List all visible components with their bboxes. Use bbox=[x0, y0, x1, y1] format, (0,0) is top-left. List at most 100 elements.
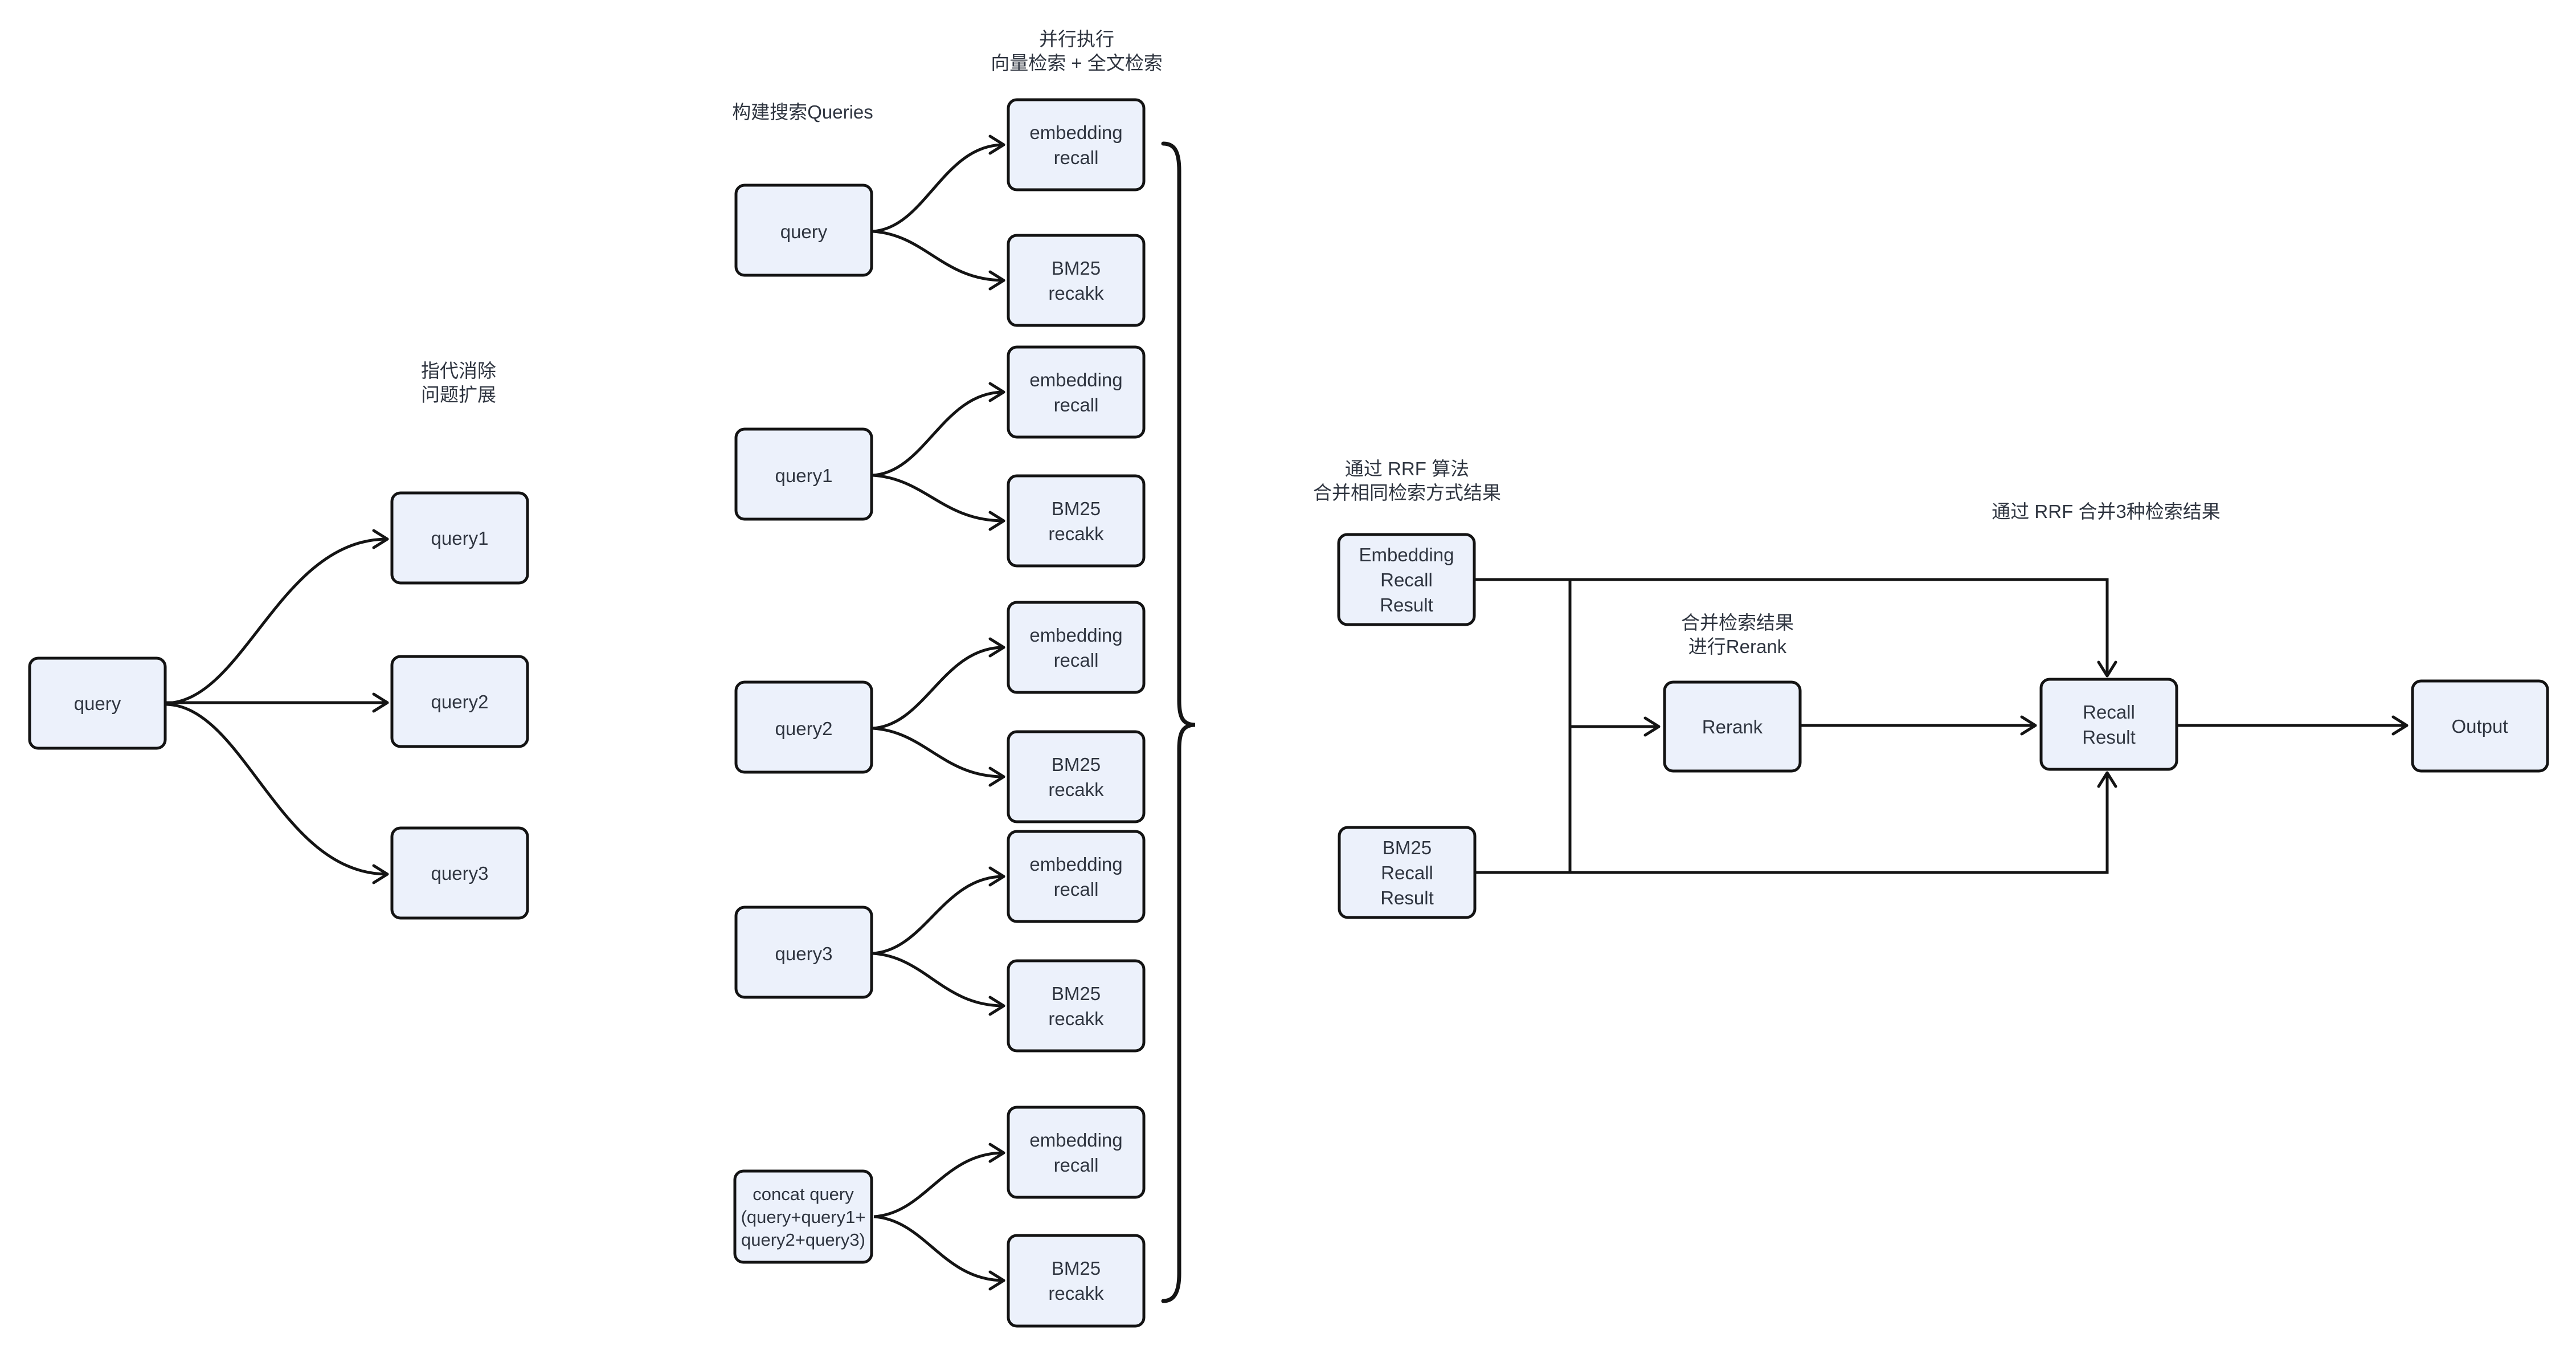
left-expansion-note: 指代消除 问题扩展 bbox=[421, 360, 496, 405]
node-label: BM25 bbox=[1383, 837, 1432, 858]
node-label: BM25 bbox=[1052, 983, 1101, 1004]
node-label: (query+query1+ bbox=[741, 1207, 866, 1227]
node-box bbox=[1007, 830, 1146, 923]
node-rerank: Rerank bbox=[1663, 680, 1802, 773]
node-label: Embedding bbox=[1359, 544, 1454, 565]
node-label: recakk bbox=[1048, 523, 1104, 544]
node-label: Recall bbox=[2083, 702, 2135, 723]
node-label: embedding bbox=[1029, 369, 1122, 390]
node-label: embedding bbox=[1029, 625, 1122, 646]
edge-q-to-embedding-1 bbox=[872, 134, 1005, 233]
node-query2-left: query2 bbox=[390, 655, 529, 748]
edge-q2-to-bm25-3 bbox=[872, 727, 1005, 787]
node-box bbox=[1007, 1106, 1146, 1199]
note-line: 进行Rerank bbox=[1688, 636, 1787, 657]
node-bm25-recall-4: BM25 recakk bbox=[1007, 959, 1146, 1053]
node-concat-query: concat query (query+query1+ query2+query… bbox=[733, 1169, 873, 1264]
note-line: 向量检索 + 全文检索 bbox=[991, 52, 1163, 74]
node-label: recall bbox=[1054, 879, 1099, 900]
node-box bbox=[1007, 345, 1146, 439]
node-label: recall bbox=[1054, 650, 1099, 671]
node-label: Result bbox=[2082, 727, 2136, 748]
node-query-left: query bbox=[28, 656, 167, 750]
node-box bbox=[1007, 601, 1146, 694]
node-box bbox=[1337, 533, 1476, 626]
node-label: Recall bbox=[1381, 862, 1433, 883]
node-label: BM25 bbox=[1052, 754, 1101, 775]
node-box bbox=[1007, 234, 1146, 327]
node-box bbox=[1663, 680, 1802, 773]
node-query3-mid: query3 bbox=[734, 906, 873, 999]
node-label: BM25 bbox=[1052, 1258, 1101, 1279]
node-box bbox=[734, 680, 873, 774]
node-query1-mid: query1 bbox=[734, 427, 873, 521]
node-box bbox=[1007, 959, 1146, 1053]
node-box bbox=[733, 1169, 873, 1264]
node-label: recall bbox=[1054, 394, 1099, 415]
node-label: BM25 bbox=[1052, 498, 1101, 519]
node-label: Result bbox=[1380, 594, 1433, 615]
node-label: recakk bbox=[1048, 1283, 1104, 1304]
node-bm25-recall-2: BM25 recakk bbox=[1007, 474, 1146, 568]
node-box bbox=[1007, 730, 1146, 823]
note-line: 指代消除 bbox=[421, 360, 496, 381]
node-label: query bbox=[74, 693, 121, 714]
node-label: query1 bbox=[431, 528, 489, 549]
node-query2-mid: query2 bbox=[734, 680, 873, 774]
edge-query-to-query3 bbox=[166, 703, 389, 884]
node-box bbox=[390, 826, 529, 920]
edge-bm25result-to-recallresult bbox=[1475, 771, 2117, 874]
node-embedding-recall-2: embedding recall bbox=[1007, 345, 1146, 439]
node-box bbox=[390, 491, 529, 585]
node-label: recakk bbox=[1048, 283, 1104, 304]
node-label: embedding bbox=[1029, 854, 1122, 875]
node-bm25-recall-3: BM25 recakk bbox=[1007, 730, 1146, 823]
node-label: query1 bbox=[775, 465, 833, 486]
node-recall-result: Recall Result bbox=[2039, 678, 2178, 771]
node-label: embedding bbox=[1029, 122, 1122, 143]
note-line: 通过 RRF 算法 bbox=[1345, 458, 1469, 479]
node-label: query2 bbox=[775, 718, 833, 739]
node-embedding-recall-5: embedding recall bbox=[1007, 1106, 1146, 1199]
note-line: 合并检索结果 bbox=[1681, 612, 1794, 633]
node-embedding-recall-result: Embedding Recall Result bbox=[1337, 533, 1476, 626]
edge-q3-to-bm25-4 bbox=[872, 952, 1005, 1016]
node-label: Recall bbox=[1380, 569, 1433, 590]
node-label: query2 bbox=[431, 691, 489, 712]
node-label: Result bbox=[1380, 887, 1434, 908]
node-label: recakk bbox=[1048, 1008, 1104, 1029]
node-box bbox=[2411, 679, 2549, 773]
parallel-execution-note: 并行执行 向量检索 + 全文检索 bbox=[991, 28, 1163, 74]
node-label: Rerank bbox=[1702, 716, 1763, 737]
node-box bbox=[390, 655, 529, 748]
edge-q1-to-embedding-2 bbox=[872, 382, 1005, 477]
node-box bbox=[1338, 826, 1477, 919]
node-box bbox=[28, 656, 167, 750]
rerank-note: 合并检索结果 进行Rerank bbox=[1681, 612, 1794, 657]
node-label: BM25 bbox=[1052, 258, 1101, 279]
node-label: recall bbox=[1054, 1155, 1099, 1176]
node-box bbox=[1007, 1234, 1146, 1328]
node-bm25-recall-5: BM25 recakk bbox=[1007, 1234, 1146, 1328]
node-bm25-recall-result: BM25 Recall Result bbox=[1338, 826, 1477, 919]
note-line: 通过 RRF 合并3种检索结果 bbox=[1992, 501, 2221, 522]
node-query3-left: query3 bbox=[390, 826, 529, 920]
node-label: concat query bbox=[753, 1184, 854, 1204]
edge-concat-to-bm25-5 bbox=[873, 1215, 1005, 1291]
node-box bbox=[1007, 98, 1146, 191]
build-queries-note: 构建搜索Queries bbox=[732, 101, 873, 123]
node-box bbox=[1007, 474, 1146, 568]
rrf-merge3-note: 通过 RRF 合并3种检索结果 bbox=[1992, 501, 2221, 522]
note-line: 问题扩展 bbox=[421, 384, 496, 405]
node-box bbox=[734, 183, 873, 277]
node-label: query bbox=[780, 221, 828, 242]
node-label: query2+query3) bbox=[741, 1230, 865, 1250]
edge-q-to-bm25-1 bbox=[872, 230, 1005, 291]
note-line: 合并相同检索方式结果 bbox=[1313, 482, 1501, 503]
node-label: recall bbox=[1054, 147, 1099, 168]
node-bm25-recall-1: BM25 recakk bbox=[1007, 234, 1146, 327]
edge-q2-to-embedding-3 bbox=[872, 637, 1005, 730]
node-label: recakk bbox=[1048, 779, 1104, 800]
brace-collect-results bbox=[1161, 141, 1196, 1303]
